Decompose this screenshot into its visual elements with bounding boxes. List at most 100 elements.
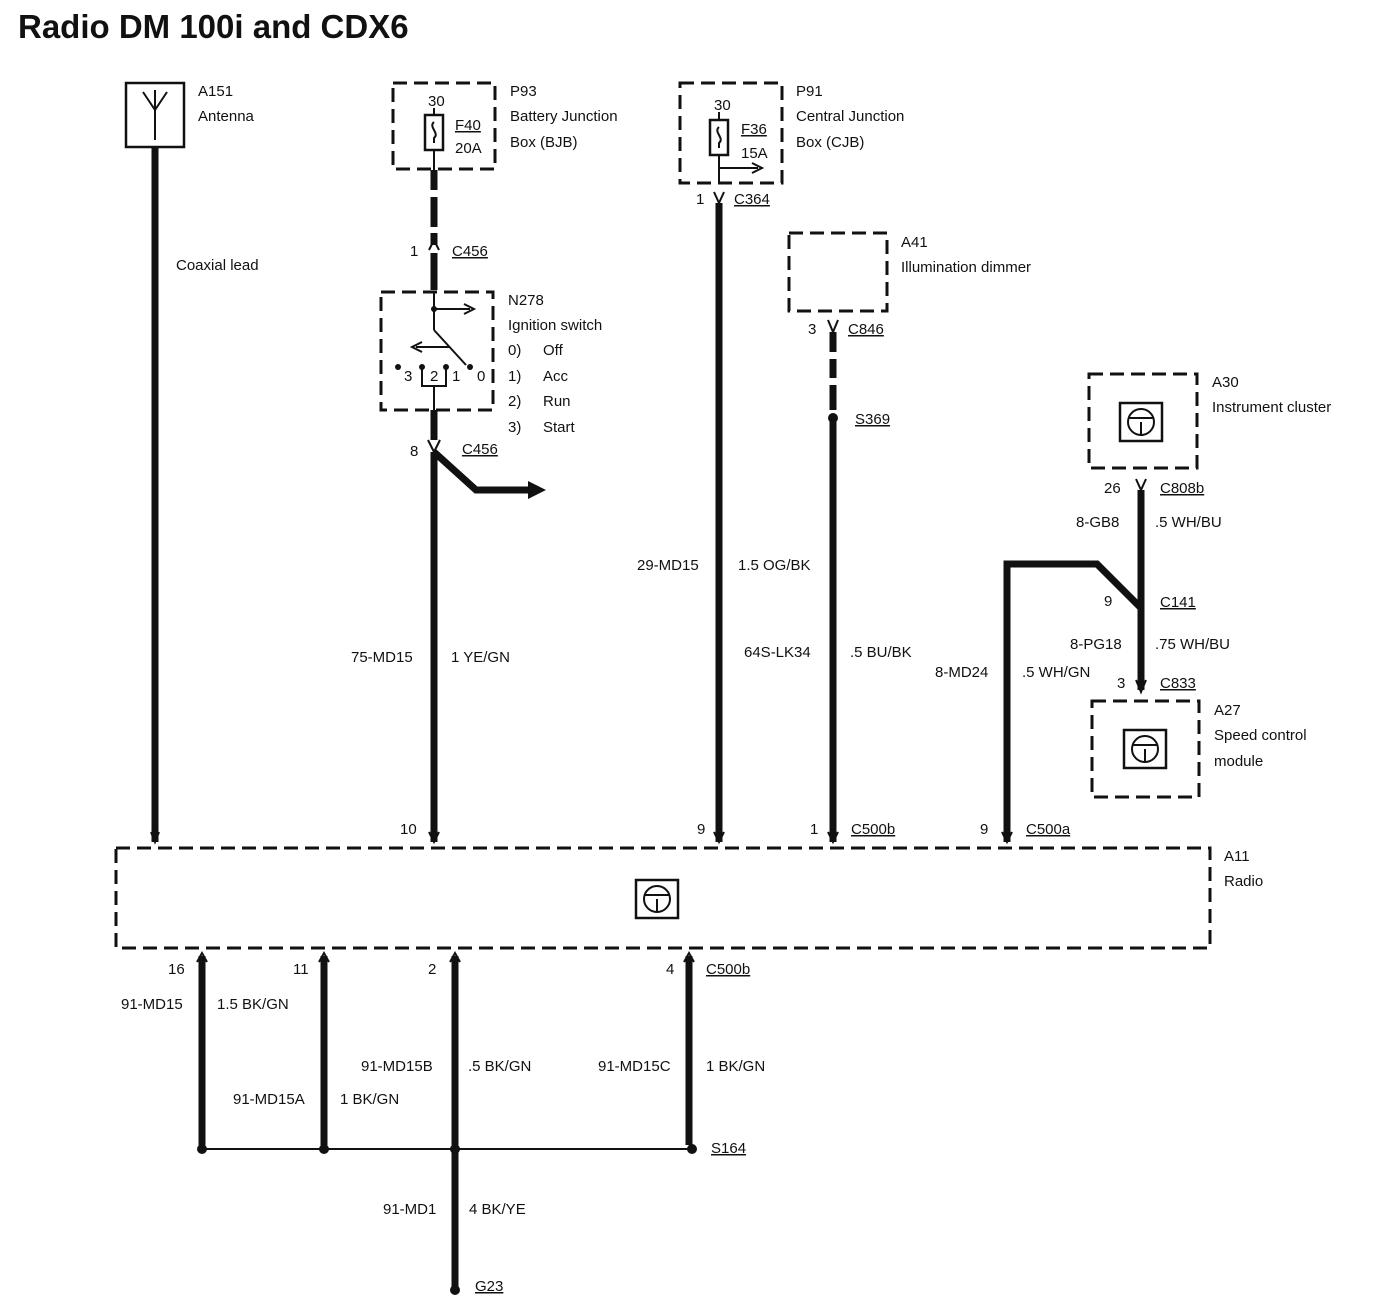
s164-node-4 [687,1144,697,1154]
wire-91-md1-circuit: 91-MD1 [383,1201,436,1218]
cjb-terminal: 30 [714,97,731,114]
s164-node-1 [197,1144,207,1154]
wire-8-pg18-circuit: 8-PG18 [1070,636,1122,653]
s369-label: S369 [855,411,890,428]
radio-component: A11 Radio [114,846,1263,950]
speed-name-2: module [1214,753,1263,770]
c846-pin: 3 [808,321,816,338]
c833-label: C833 [1160,675,1196,692]
ignition-state-3: Start [543,419,576,436]
ignition-component: 3 2 1 0 N278 Ignition switch 0) Off 1) A… [379,290,602,436]
bjb-fuse: F40 [455,117,481,134]
ignition-pos-0: 0) [508,342,521,359]
dimmer-component: A41 Illumination dimmer [787,231,1031,313]
radio-pin-16: 16 [168,961,185,978]
c456-top-pin: 1 [410,243,418,260]
c456-top-label: C456 [452,243,488,260]
ignition-pos-3: 3) [508,419,521,436]
radio-pin-9a: 9 [697,821,705,838]
wire-91-md1-spec: 4 BK/YE [469,1201,526,1218]
fuse-icon [708,112,765,183]
c456-bot-label: C456 [462,441,498,458]
wire-29-md15-spec: 1.5 OG/BK [738,557,811,574]
c808b-label: C808b [1160,480,1204,497]
speed-id: A27 [1214,702,1241,719]
c456-bot-arrow [427,439,441,455]
wire-91-md15-spec: 1.5 BK/GN [217,996,289,1013]
radio-pin-1: 1 [810,821,818,838]
speed-component: A27 Speed control module [1090,699,1307,799]
speed-box [1090,699,1201,799]
switch-icon [395,292,477,410]
ignition-pos-2: 2) [508,393,521,410]
ignition-terminal-2: 2 [430,368,438,385]
bjb-id: P93 [510,83,537,100]
bjb-name-2: Box (BJB) [510,134,578,151]
wire-29-md15-circuit: 29-MD15 [637,557,699,574]
ignition-pos-1: 1) [508,368,521,385]
wire-91-md15a-circuit: 91-MD15A [233,1091,305,1108]
wire-75-md15-spec: 1 YE/GN [451,649,510,666]
ignition-id: N278 [508,292,544,309]
ign-branch-wire [431,449,530,494]
cluster-component: A30 Instrument cluster [1087,372,1331,470]
c364-label: C364 [734,191,770,208]
bjb-component: 30 F40 20A P93 Battery Junction Box (BJB… [391,81,618,171]
cjb-fuse: F36 [741,121,767,138]
ground-g23-label: G23 [475,1278,503,1295]
ignition-name: Ignition switch [508,317,602,334]
s164-node-2 [319,1144,329,1154]
ground-g23-point [450,1285,460,1295]
radio-id: A11 [1224,848,1250,865]
c456-bot-pin: 8 [410,443,418,460]
wire-64s-lk34-spec: .5 BU/BK [850,644,912,661]
cjb-name-2: Box (CJB) [796,134,864,151]
cjb-box [678,81,784,185]
pin9b-arrow [1001,831,1013,845]
wire-91-md15c-circuit: 91-MD15C [598,1058,671,1075]
cluster-name: Instrument cluster [1212,399,1331,416]
c833-pin: 3 [1117,675,1125,692]
ignition-state-0: Off [543,342,564,359]
module-icon [1122,728,1168,770]
radio-box [114,846,1212,950]
ignition-state-1: Acc [543,368,569,385]
dimmer-name: Illumination dimmer [901,259,1031,276]
c456-top-arrow [428,237,440,251]
module-icon [1118,401,1164,443]
wire-91-md15b-spec: .5 BK/GN [468,1058,531,1075]
ignition-terminal-1: 1 [452,368,460,385]
c808b-pin: 26 [1104,480,1121,497]
antenna-icon [142,90,168,140]
radio-pin-11: 11 [293,961,309,978]
wire-91-md15a-spec: 1 BK/GN [340,1091,399,1108]
wire-91-md15b-circuit: 91-MD15B [361,1058,433,1075]
ignition-terminal-3: 3 [404,368,412,385]
ign-branch-arrow [528,481,546,499]
bjb-fuse-rating: 20A [455,140,482,157]
radio-name: Radio [1224,873,1263,890]
wire-8-pg18-spec: .75 WH/BU [1155,636,1230,653]
radio-pin-9b: 9 [980,821,988,838]
c808b-arrow [1135,478,1147,493]
c141-pin: 9 [1104,593,1112,610]
c500a-label: C500a [1026,821,1071,838]
antenna-name: Antenna [198,108,255,125]
bjb-terminal: 30 [428,93,445,110]
wire-8-md24-spec: .5 WH/GN [1022,664,1090,681]
wire-64s-lk34-circuit: 64S-LK34 [744,644,811,661]
dimmer-id: A41 [901,234,928,251]
radio-pin-10: 10 [400,821,417,838]
antenna-component: A151 Antenna Coaxial lead [124,81,259,845]
pin1-arrow [827,831,839,845]
wire-8-md24-circuit: 8-MD24 [935,664,988,681]
pin10-arrow [428,831,440,845]
fuse-icon [423,108,445,170]
c364-arrow [713,191,725,206]
wire-8-md24 [1003,560,1144,842]
cjb-component: 30 F36 15A P91 Central Junction Box (CJB… [678,81,904,185]
wire-75-md15-circuit: 75-MD15 [351,649,413,666]
bjb-name-1: Battery Junction [510,108,618,125]
radio-pin-2: 2 [428,961,436,978]
